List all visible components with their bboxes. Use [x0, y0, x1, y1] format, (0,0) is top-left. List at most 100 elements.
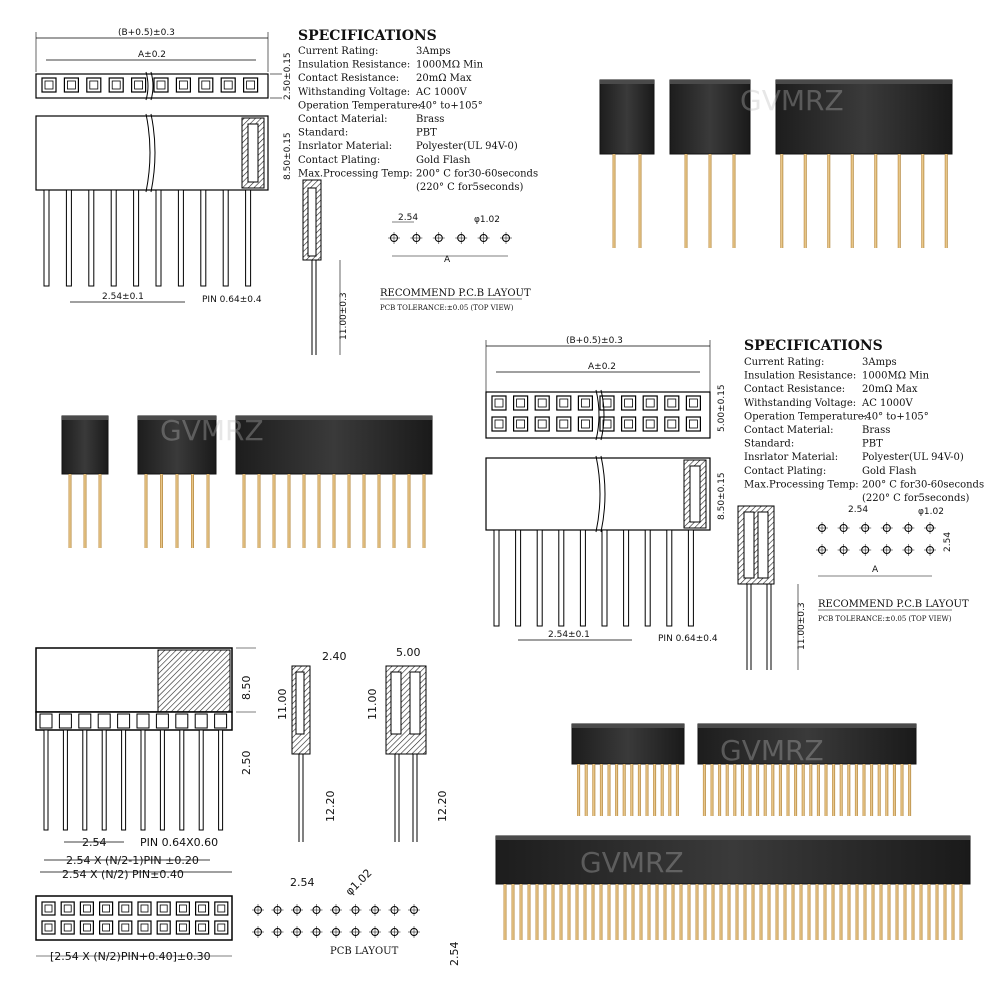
socket-hole — [642, 416, 658, 432]
socket-slot — [214, 713, 228, 729]
spec-title: SPECIFICATIONS — [744, 338, 883, 354]
socket-hole — [79, 920, 95, 935]
pcb-hole-dim: φ1.02 — [343, 866, 375, 898]
gold-pin — [503, 884, 507, 940]
spec-key: Current Rating: — [298, 46, 378, 57]
socket-hole-inner — [178, 923, 187, 932]
pcb-a-dim: A — [444, 255, 451, 265]
spec-value: (220° C for5seconds) — [416, 182, 524, 193]
pin — [200, 189, 207, 287]
socket-hole-inner — [516, 419, 525, 429]
photo-many-pin-headers: GVMRZ GVMRZ — [495, 723, 971, 940]
socket-hole-inner — [159, 904, 168, 913]
pin — [101, 729, 107, 831]
socket-hole — [41, 901, 56, 916]
pin — [493, 529, 500, 627]
gold-pin — [622, 764, 626, 816]
pcb-vertical-dim: 2.54 — [943, 532, 953, 552]
pcb-vertical-dim: 2.54 — [448, 942, 461, 967]
socket-hole-inner — [198, 904, 207, 913]
gold-pin — [710, 764, 714, 816]
gold-pin — [671, 884, 675, 940]
socket-hole — [620, 416, 637, 432]
gold-pin — [847, 884, 851, 940]
socket-slot — [155, 713, 169, 729]
socket-hole-inner — [111, 80, 121, 90]
gap-height-dim: 2.50 — [240, 751, 253, 776]
watermark: GVMRZ — [740, 84, 844, 117]
spec-value: (220° C for5seconds) — [862, 493, 970, 504]
gold-pin — [257, 474, 261, 548]
socket-hole-inner — [217, 923, 226, 932]
gold-pin — [780, 154, 784, 248]
gold-pin — [791, 884, 795, 940]
header-body — [669, 79, 751, 155]
socket-hole-inner — [645, 419, 655, 429]
gold-pin — [655, 884, 659, 940]
gold-pin — [874, 154, 878, 248]
header-body — [137, 415, 217, 475]
gold-pin — [422, 474, 426, 548]
pcb-layout-title: RECOMMEND P.C.B LAYOUT — [380, 288, 531, 299]
pin — [198, 729, 204, 831]
single-width-dim: 2.40 — [322, 650, 347, 663]
socket-hole-inner — [201, 80, 211, 90]
gold-pin — [743, 884, 747, 940]
gold-pin — [511, 884, 515, 940]
pin-size-dim: PIN 0.64X0.60 — [140, 836, 218, 849]
gold-pin — [794, 764, 798, 816]
gold-pin — [809, 764, 813, 816]
socket-hole-inner — [140, 904, 149, 913]
socket-hole — [220, 77, 236, 93]
pin-size-dim: PIN 0.64±0.4 — [658, 634, 718, 644]
socket-hole — [198, 77, 214, 93]
pitch-dim: 2.54±0.1 — [548, 630, 590, 640]
header-top-edge — [138, 416, 216, 420]
gold-pin — [911, 884, 915, 940]
gold-pin — [551, 884, 555, 940]
gold-pin — [584, 764, 588, 816]
pin — [666, 529, 673, 627]
pin-length-dim: 11.00±0.3 — [339, 292, 349, 340]
socket-hole — [491, 395, 507, 411]
gold-pin — [567, 884, 571, 940]
gold-pin — [807, 884, 811, 940]
socket-hole — [108, 77, 124, 93]
pin — [88, 189, 95, 287]
socket-hole-inner — [140, 923, 149, 932]
header-top-edge — [236, 416, 432, 420]
spec-key: Max.Processing Temp: — [744, 479, 859, 490]
double-width-dim: 5.00 — [396, 646, 421, 659]
socket-hole-inner — [198, 923, 207, 932]
gold-pin — [803, 154, 807, 248]
pin — [155, 189, 162, 287]
socket-hole-inner — [494, 419, 504, 429]
socket-hole — [664, 395, 680, 411]
socket-hole — [156, 920, 171, 935]
socket-hole — [214, 920, 229, 935]
watermark: GVMRZ — [580, 846, 684, 879]
gold-pin — [663, 884, 667, 940]
pin — [623, 529, 630, 627]
pin — [558, 529, 565, 627]
gold-pin — [799, 884, 803, 940]
socket-hole — [175, 77, 191, 93]
spec-key: Insulation Resistance: — [298, 60, 410, 71]
spec-key: Contact Plating: — [298, 155, 380, 166]
gold-pin — [877, 764, 881, 816]
gold-pin — [771, 764, 775, 816]
gold-pin — [607, 884, 611, 940]
single-height-dim: 11.00 — [276, 689, 289, 721]
spec-key: Withstanding Voltage: — [298, 87, 410, 98]
spec-value: AC 1000V — [861, 398, 914, 409]
row-height-dim: 2.50±0.15 — [283, 52, 293, 100]
gold-pin — [711, 884, 715, 940]
gold-pin — [778, 764, 782, 816]
gold-pin — [377, 474, 381, 548]
socket-hole-inner — [559, 398, 569, 408]
socket-hole-inner — [178, 80, 188, 90]
socket-hole-inner — [102, 923, 110, 932]
spec-value: Brass — [862, 425, 890, 436]
socket-hole — [60, 901, 75, 916]
